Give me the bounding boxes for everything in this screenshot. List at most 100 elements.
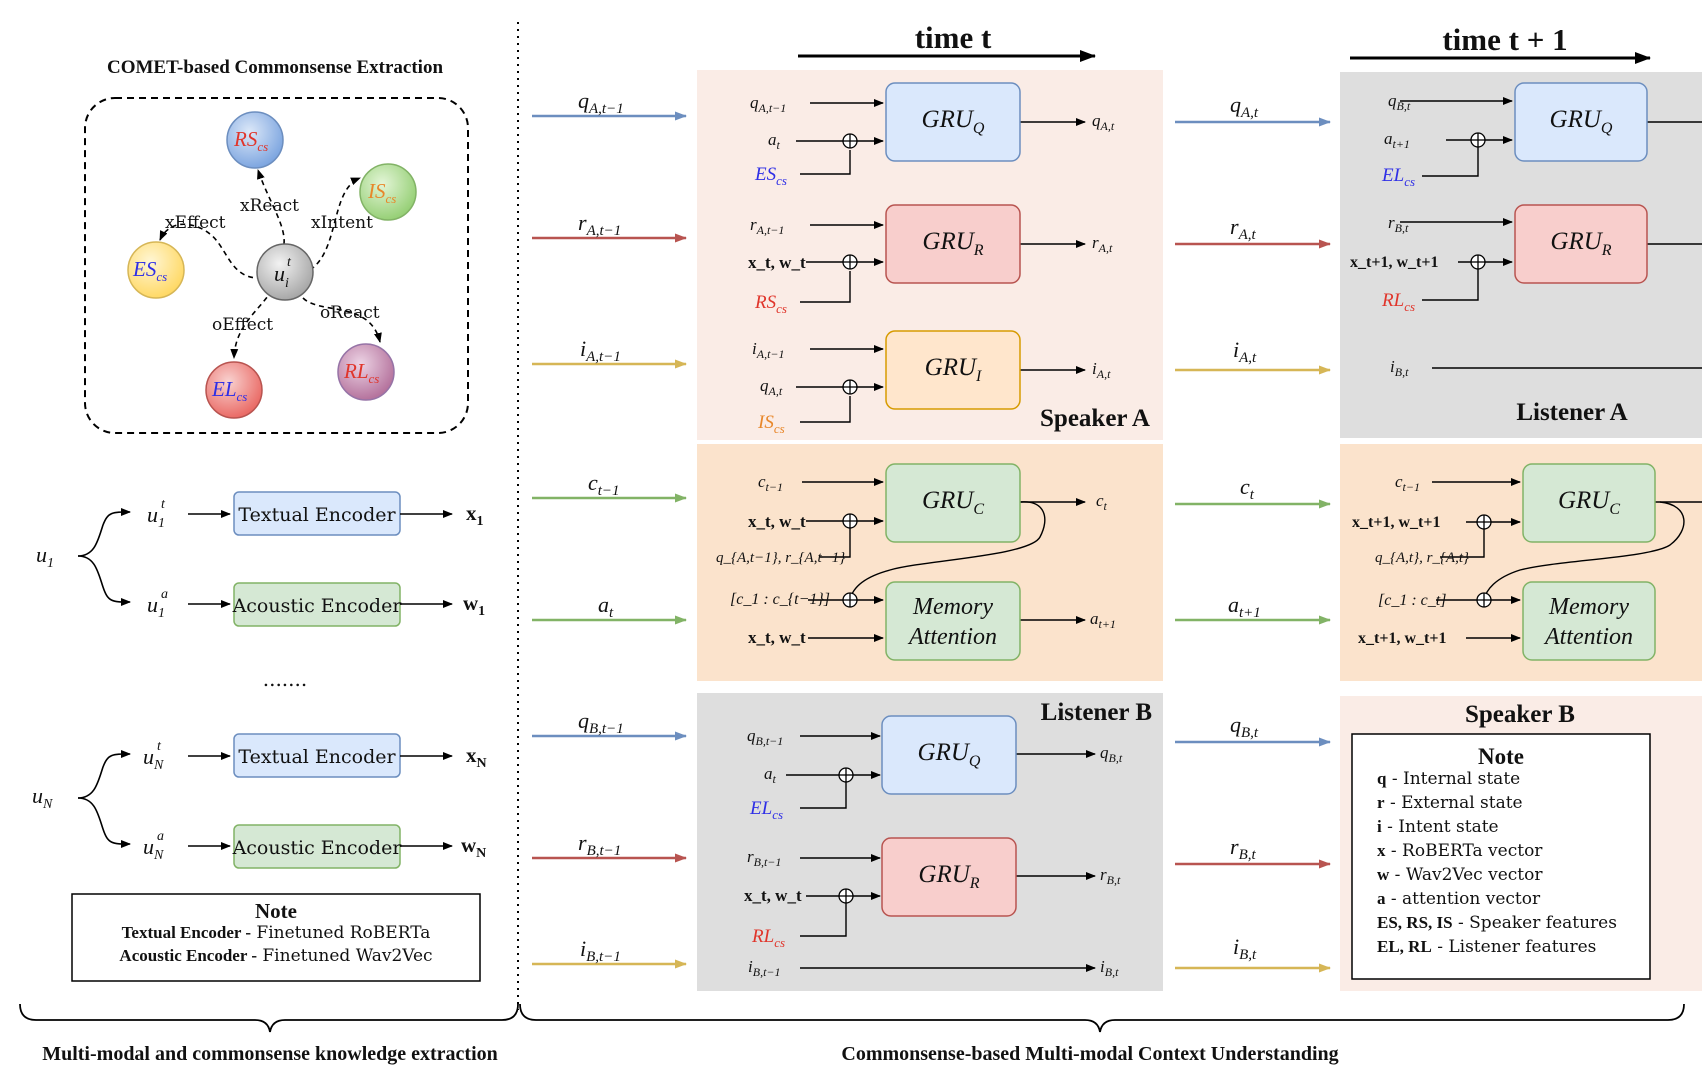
svg-text:w - Wav2Vec vector: w - Wav2Vec vector (1377, 865, 1543, 885)
svg-text:x - RoBERTa vector: x - RoBERTa vector (1377, 841, 1543, 861)
svg-text:Attention: Attention (907, 624, 997, 650)
context-t1-xors (1476, 514, 1492, 608)
time-t-label: time t (915, 20, 992, 55)
node-is-cs: IScs (359, 163, 417, 221)
un-textual-encoder-label: Textual Encoder (238, 746, 396, 768)
time-t1-label: time t + 1 (1442, 22, 1567, 57)
svg-text:i - Intent state: i - Intent state (1377, 817, 1499, 837)
incoming-arrows-t (532, 111, 687, 969)
edge-oeffect (230, 289, 273, 359)
in-r-a-t: rA,t (1230, 214, 1256, 243)
svg-text:EScs: EScs (754, 164, 787, 188)
in-i-a-t-1: iA,t−1 (580, 336, 621, 365)
listener-a-xors (1470, 132, 1486, 270)
un-label: uN (32, 783, 53, 812)
svg-text:GRUI: GRUI (925, 354, 982, 385)
svg-text:ELcs: ELcs (749, 798, 783, 822)
svg-text:x_t+1, w_t+1: x_t+1, w_t+1 (1358, 630, 1446, 647)
svg-text:IScs: IScs (367, 179, 396, 206)
svg-text:EL, RL - Listener features: EL, RL - Listener features (1377, 937, 1596, 957)
svg-text:t: t (161, 497, 166, 512)
comet-edges (159, 169, 382, 359)
wn-output: wN (461, 833, 486, 861)
svg-text:ui: ui (274, 261, 289, 291)
svg-text:x_t+1, w_t+1: x_t+1, w_t+1 (1352, 514, 1440, 531)
svg-text:GRUR: GRUR (1550, 228, 1611, 259)
in-i-b-t: iB,t (1233, 934, 1257, 963)
utterance-1-block: u1 u1 t u1 a Textual Encoder Acoustic En… (36, 491, 485, 627)
node-rl-cs: RLcs (337, 343, 395, 401)
svg-text:x_t, w_t: x_t, w_t (748, 512, 806, 531)
footer-right-caption: Commonsense-based Multi-modal Context Un… (841, 1043, 1338, 1065)
svg-text:qB,t: qB,t (1100, 743, 1123, 765)
svg-text:at+1: at+1 (1090, 609, 1116, 631)
svg-text:q_{A,t}, r_{A,t}: q_{A,t}, r_{A,t} (1375, 550, 1469, 566)
in-r-a-t-1: rA,t−1 (578, 210, 621, 239)
svg-text:ct: ct (1096, 491, 1108, 513)
svg-text:x_t+1, w_t+1: x_t+1, w_t+1 (1350, 254, 1438, 271)
u1-audio-modality: u1 (147, 592, 165, 621)
center-node: ui t (256, 243, 314, 301)
svg-text:RScs: RScs (233, 127, 268, 154)
in-a-t1: at+1 (1228, 592, 1261, 621)
u1-label: u1 (36, 542, 54, 571)
svg-text:IScs: IScs (757, 412, 785, 436)
svg-text:RLcs: RLcs (751, 926, 785, 950)
in-q-a-t: qA,t (1230, 92, 1259, 121)
svg-text:x_t, w_t: x_t, w_t (744, 886, 802, 905)
svg-text:at: at (768, 130, 781, 152)
listener-a-label: Listener A (1516, 399, 1627, 426)
svg-text:qB,t−1: qB,t−1 (747, 726, 783, 748)
listener-b-label: Listener B (1041, 699, 1152, 726)
in-i-a-t: iA,t (1233, 337, 1257, 366)
svg-text:a: a (161, 587, 168, 602)
in-q-a-t-1: qA,t−1 (578, 88, 624, 117)
speaker-b-label: Speaker B (1465, 701, 1575, 728)
svg-text:GRUQ: GRUQ (922, 106, 985, 137)
u1-acoustic-encoder-label: Acoustic Encoder (232, 595, 403, 617)
in-r-b-t-1: rB,t−1 (578, 830, 621, 859)
encoder-note-line-1: Textual Encoder - Finetuned RoBERTa (122, 923, 431, 943)
svg-text:RLcs: RLcs (1381, 290, 1415, 314)
svg-text:GRUQ: GRUQ (1550, 106, 1613, 137)
svg-text:GRUC: GRUC (922, 487, 984, 518)
svg-text:t: t (287, 255, 292, 270)
symbol-note-title: Note (1478, 744, 1524, 769)
comet-box (84, 97, 469, 434)
svg-text:rA,t: rA,t (1092, 233, 1113, 255)
svg-text:Memory: Memory (1548, 594, 1629, 620)
context-t-gru-c (885, 463, 1021, 543)
encoder-note-title: Note (255, 899, 297, 923)
svg-text:ELcs: ELcs (211, 377, 247, 404)
xn-output: xN (466, 743, 487, 771)
node-es-cs: EScs (127, 241, 185, 299)
svg-text:q - Internal state: q - Internal state (1377, 769, 1520, 789)
svg-text:[c_1 : c_t]: [c_1 : c_t] (1378, 592, 1446, 609)
svg-text:ES, RS, IS - Speaker features: ES, RS, IS - Speaker features (1377, 913, 1617, 933)
in-c-t-1: ct−1 (588, 470, 620, 499)
edge-xintent (309, 177, 361, 271)
svg-text:rB,t−1: rB,t−1 (747, 847, 781, 869)
listener-a-gru-q (1514, 82, 1648, 162)
svg-text:rB,t: rB,t (1100, 865, 1121, 887)
listener-b-gru-r (881, 837, 1017, 917)
left-brace (19, 1003, 519, 1033)
in-a-t: at (598, 592, 614, 621)
svg-text:RScs: RScs (754, 292, 787, 316)
svg-text:qA,t: qA,t (760, 376, 783, 398)
svg-text:at: at (764, 764, 777, 786)
node-el-cs: ELcs (205, 361, 263, 419)
listener-a-gru-r (1514, 204, 1648, 284)
svg-text:[c_1 : c_{t−1}]: [c_1 : c_{t−1}] (730, 591, 830, 608)
svg-text:GRUC: GRUC (1558, 487, 1620, 518)
label-xintent: xIntent (311, 213, 373, 233)
svg-text:Attention: Attention (1543, 624, 1633, 650)
svg-text:a - attention vector: a - attention vector (1377, 889, 1541, 909)
in-r-b-t: rB,t (1230, 834, 1256, 863)
un-acoustic-encoder-label: Acoustic Encoder (232, 837, 403, 859)
svg-text:GRUR: GRUR (922, 228, 983, 259)
svg-text:rA,t−1: rA,t−1 (750, 215, 784, 237)
svg-text:a: a (157, 829, 164, 844)
svg-text:rB,t: rB,t (1388, 213, 1409, 235)
in-q-b-t-1: qB,t−1 (578, 708, 624, 737)
